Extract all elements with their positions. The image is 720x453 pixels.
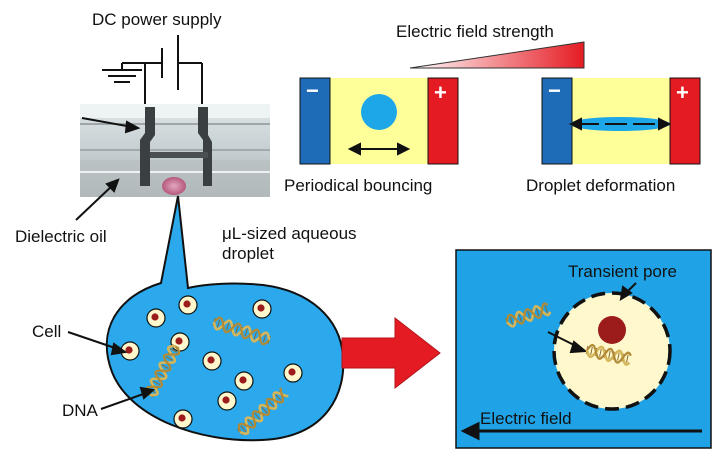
plus-sign-right: + bbox=[676, 80, 689, 105]
dna-label: DNA bbox=[62, 401, 98, 420]
cell bbox=[178, 295, 198, 315]
cell bbox=[120, 341, 140, 361]
cell-label: Cell bbox=[32, 322, 62, 341]
process-arrow bbox=[341, 316, 441, 390]
positive-electrode-right bbox=[669, 77, 701, 165]
cell-nucleus bbox=[598, 316, 626, 344]
cell bbox=[202, 351, 222, 371]
cell bbox=[283, 363, 303, 383]
electric-field-strength-label: Electric field strength bbox=[396, 22, 554, 41]
dielectric-oil-label: Dielectric oil bbox=[15, 227, 107, 246]
power-supply-circuit bbox=[122, 35, 203, 107]
field-strength-wedge bbox=[409, 41, 585, 69]
bouncing-droplet bbox=[361, 94, 397, 130]
dna-strands bbox=[145, 316, 289, 436]
electric-field-label: Electric field bbox=[480, 409, 572, 428]
cell bbox=[252, 299, 272, 319]
dna-pointer bbox=[100, 386, 156, 410]
electrode-pointer bbox=[81, 117, 141, 134]
electric-field-arrow bbox=[460, 421, 702, 441]
cell bbox=[170, 332, 190, 352]
cell bbox=[234, 371, 254, 391]
ground-icon bbox=[102, 63, 142, 83]
dna-strands-pore bbox=[505, 302, 632, 366]
dna-helix bbox=[505, 302, 552, 328]
negative-electrode-right bbox=[541, 77, 573, 165]
cells bbox=[120, 295, 303, 429]
dna-helix bbox=[585, 343, 632, 366]
double-arrow-icon bbox=[347, 142, 411, 156]
dna-helix bbox=[212, 316, 271, 346]
bouncing-panel bbox=[299, 77, 459, 165]
cell bbox=[146, 308, 166, 328]
cell bbox=[173, 409, 193, 429]
dna-helix bbox=[145, 344, 181, 398]
apparatus-photo bbox=[80, 104, 270, 197]
droplet-photo bbox=[162, 177, 186, 195]
cell-pointer bbox=[67, 331, 128, 356]
cell bbox=[217, 391, 237, 411]
plus-sign-left: + bbox=[434, 80, 447, 105]
dna-entry-pointer bbox=[547, 331, 588, 354]
periodical-bouncing-label: Periodical bouncing bbox=[284, 176, 433, 195]
positive-electrode-left bbox=[427, 77, 459, 165]
deformation-panel bbox=[541, 77, 701, 165]
pore-pointer bbox=[619, 282, 637, 301]
minus-sign-right: − bbox=[548, 78, 561, 103]
oil-pointer bbox=[75, 178, 120, 221]
droplet-deformation-label: Droplet deformation bbox=[526, 176, 676, 195]
droplet-label: μL-sized aqueous droplet bbox=[222, 224, 357, 264]
stretch-arrow-icon bbox=[568, 117, 672, 131]
negative-electrode-left bbox=[299, 77, 331, 165]
transient-pore-label: Transient pore bbox=[568, 262, 677, 281]
dc-power-supply-label: DC power supply bbox=[92, 10, 222, 29]
minus-sign-left: − bbox=[306, 78, 319, 103]
dna-helix bbox=[236, 387, 289, 436]
